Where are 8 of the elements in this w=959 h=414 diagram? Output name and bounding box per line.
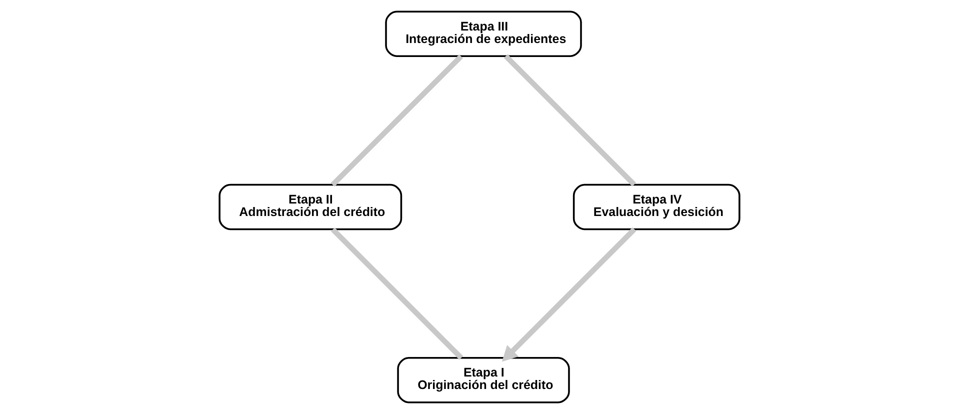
connector — [330, 228, 464, 360]
connector — [330, 54, 463, 187]
node-box: Etapa II Admistración del crédito — [218, 184, 402, 230]
node-box: Etapa III Integración de expedientes — [385, 10, 582, 58]
arrow — [502, 227, 636, 362]
node-box: Etapa IV Evaluación y desición — [572, 184, 740, 230]
connector — [504, 54, 636, 186]
node-box: Etapa I Originación del crédito — [397, 356, 570, 404]
